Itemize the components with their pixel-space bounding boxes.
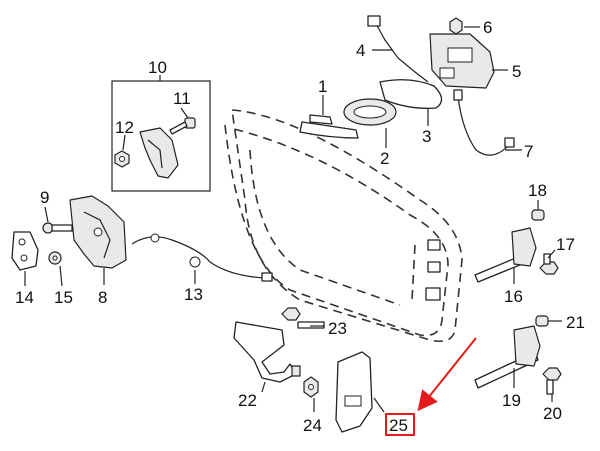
callout-25: 25	[389, 416, 408, 435]
nut-12	[114, 134, 130, 168]
callout-1: 1	[318, 77, 327, 96]
callout-11: 11	[173, 89, 191, 108]
bumper-18	[531, 200, 545, 221]
callout-13: 13	[184, 285, 203, 304]
handle-3	[379, 79, 443, 126]
callout-24: 24	[303, 416, 322, 435]
callout-23: 23	[328, 319, 347, 338]
washer-15	[48, 251, 63, 287]
bolt-11	[169, 107, 196, 135]
handle-1	[299, 95, 359, 139]
latch-8	[69, 195, 127, 285]
callout-20: 20	[543, 404, 562, 423]
callout-labels: 10 11 12 9 14 15 8 13 1 2 3 4 5 6 7 18 1…	[15, 18, 585, 435]
callout-5: 5	[512, 62, 521, 81]
bolt-23	[281, 307, 325, 329]
cable-7	[453, 89, 522, 156]
bumper-21	[535, 315, 562, 327]
callout-4: 4	[356, 41, 365, 60]
hinge-22	[233, 321, 301, 393]
highlight-box-25	[385, 413, 415, 436]
nut-24	[303, 376, 319, 412]
rod-4	[367, 15, 429, 83]
carrier-5	[429, 33, 508, 89]
callout-12: 12	[115, 118, 134, 137]
nut-6	[449, 17, 480, 35]
check-19	[474, 325, 541, 389]
callout-6: 6	[483, 18, 492, 37]
bolt-9	[42, 206, 73, 234]
callout-17: 17	[556, 235, 575, 254]
bolt-17	[539, 249, 559, 275]
bracket-box	[111, 75, 211, 192]
callout-8: 8	[98, 288, 107, 307]
callout-2: 2	[380, 149, 389, 168]
cable-13	[131, 233, 273, 284]
callout-14: 14	[15, 288, 34, 307]
callout-10: 10	[148, 58, 167, 77]
callout-19: 19	[502, 391, 521, 410]
callout-22: 22	[238, 391, 257, 410]
panel-25	[335, 351, 385, 433]
callout-18: 18	[528, 181, 547, 200]
callout-21: 21	[566, 313, 585, 332]
callout-3: 3	[422, 127, 431, 146]
check-16	[474, 227, 537, 284]
callout-9: 9	[40, 188, 49, 207]
striker-10	[139, 127, 179, 179]
callout-15: 15	[54, 288, 73, 307]
door-outline	[224, 109, 463, 343]
bracket-14	[11, 231, 39, 286]
callout-16: 16	[504, 287, 523, 306]
bolt-20	[542, 367, 562, 402]
callout-7: 7	[524, 142, 533, 161]
highlight-arrow	[417, 337, 477, 412]
bezel-2	[343, 98, 397, 148]
